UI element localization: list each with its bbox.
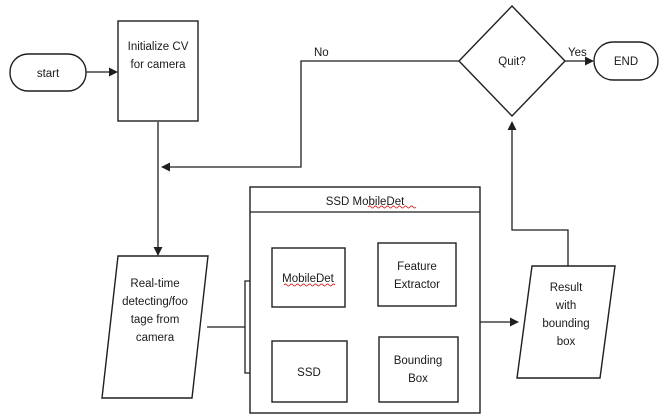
ssd-label: SSD (297, 367, 321, 379)
input-label-line2: detecting/foo (122, 296, 188, 308)
input-label-line1: Real-time (130, 278, 179, 290)
result-label-line4: box (557, 336, 576, 348)
feature-label-line2: Extractor (394, 279, 440, 291)
feature-extractor-node (377, 242, 457, 307)
init-label-line2: for camera (131, 59, 187, 71)
input-label-line3: tage from (131, 314, 180, 326)
spellcheck-underline-mobiledet (283, 283, 336, 287)
result-label-line3: bounding (542, 318, 589, 330)
quit-label: Quit? (498, 56, 526, 68)
result-label-line2: with (555, 300, 576, 312)
start-node (9, 53, 87, 92)
end-label: END (614, 56, 638, 68)
ssd-node (271, 340, 348, 403)
edge-no-loop (161, 60, 459, 172)
quit-decision (458, 4, 566, 118)
feature-label-line1: Feature (397, 261, 437, 273)
end-node (593, 41, 659, 81)
result-node (516, 265, 616, 379)
start-label: start (37, 68, 60, 80)
bbox-label-line1: Bounding (394, 355, 443, 367)
spellcheck-underline-group (367, 205, 417, 209)
mobiledet-label: MobileDet (282, 273, 335, 285)
group-title: SSD MobileDet (326, 196, 405, 208)
no-label: No (314, 47, 329, 59)
init-node (117, 20, 199, 122)
input-label-line4: camera (136, 332, 175, 344)
bounding-box-node (378, 336, 459, 403)
edge-result-quit (507, 121, 569, 266)
init-label-line1: Initialize CV (128, 41, 189, 53)
result-label-line1: Result (550, 282, 583, 294)
mobiledet-node (271, 247, 346, 308)
bbox-label-line2: Box (408, 373, 428, 385)
yes-label: Yes (568, 47, 587, 59)
input-node (101, 255, 209, 399)
